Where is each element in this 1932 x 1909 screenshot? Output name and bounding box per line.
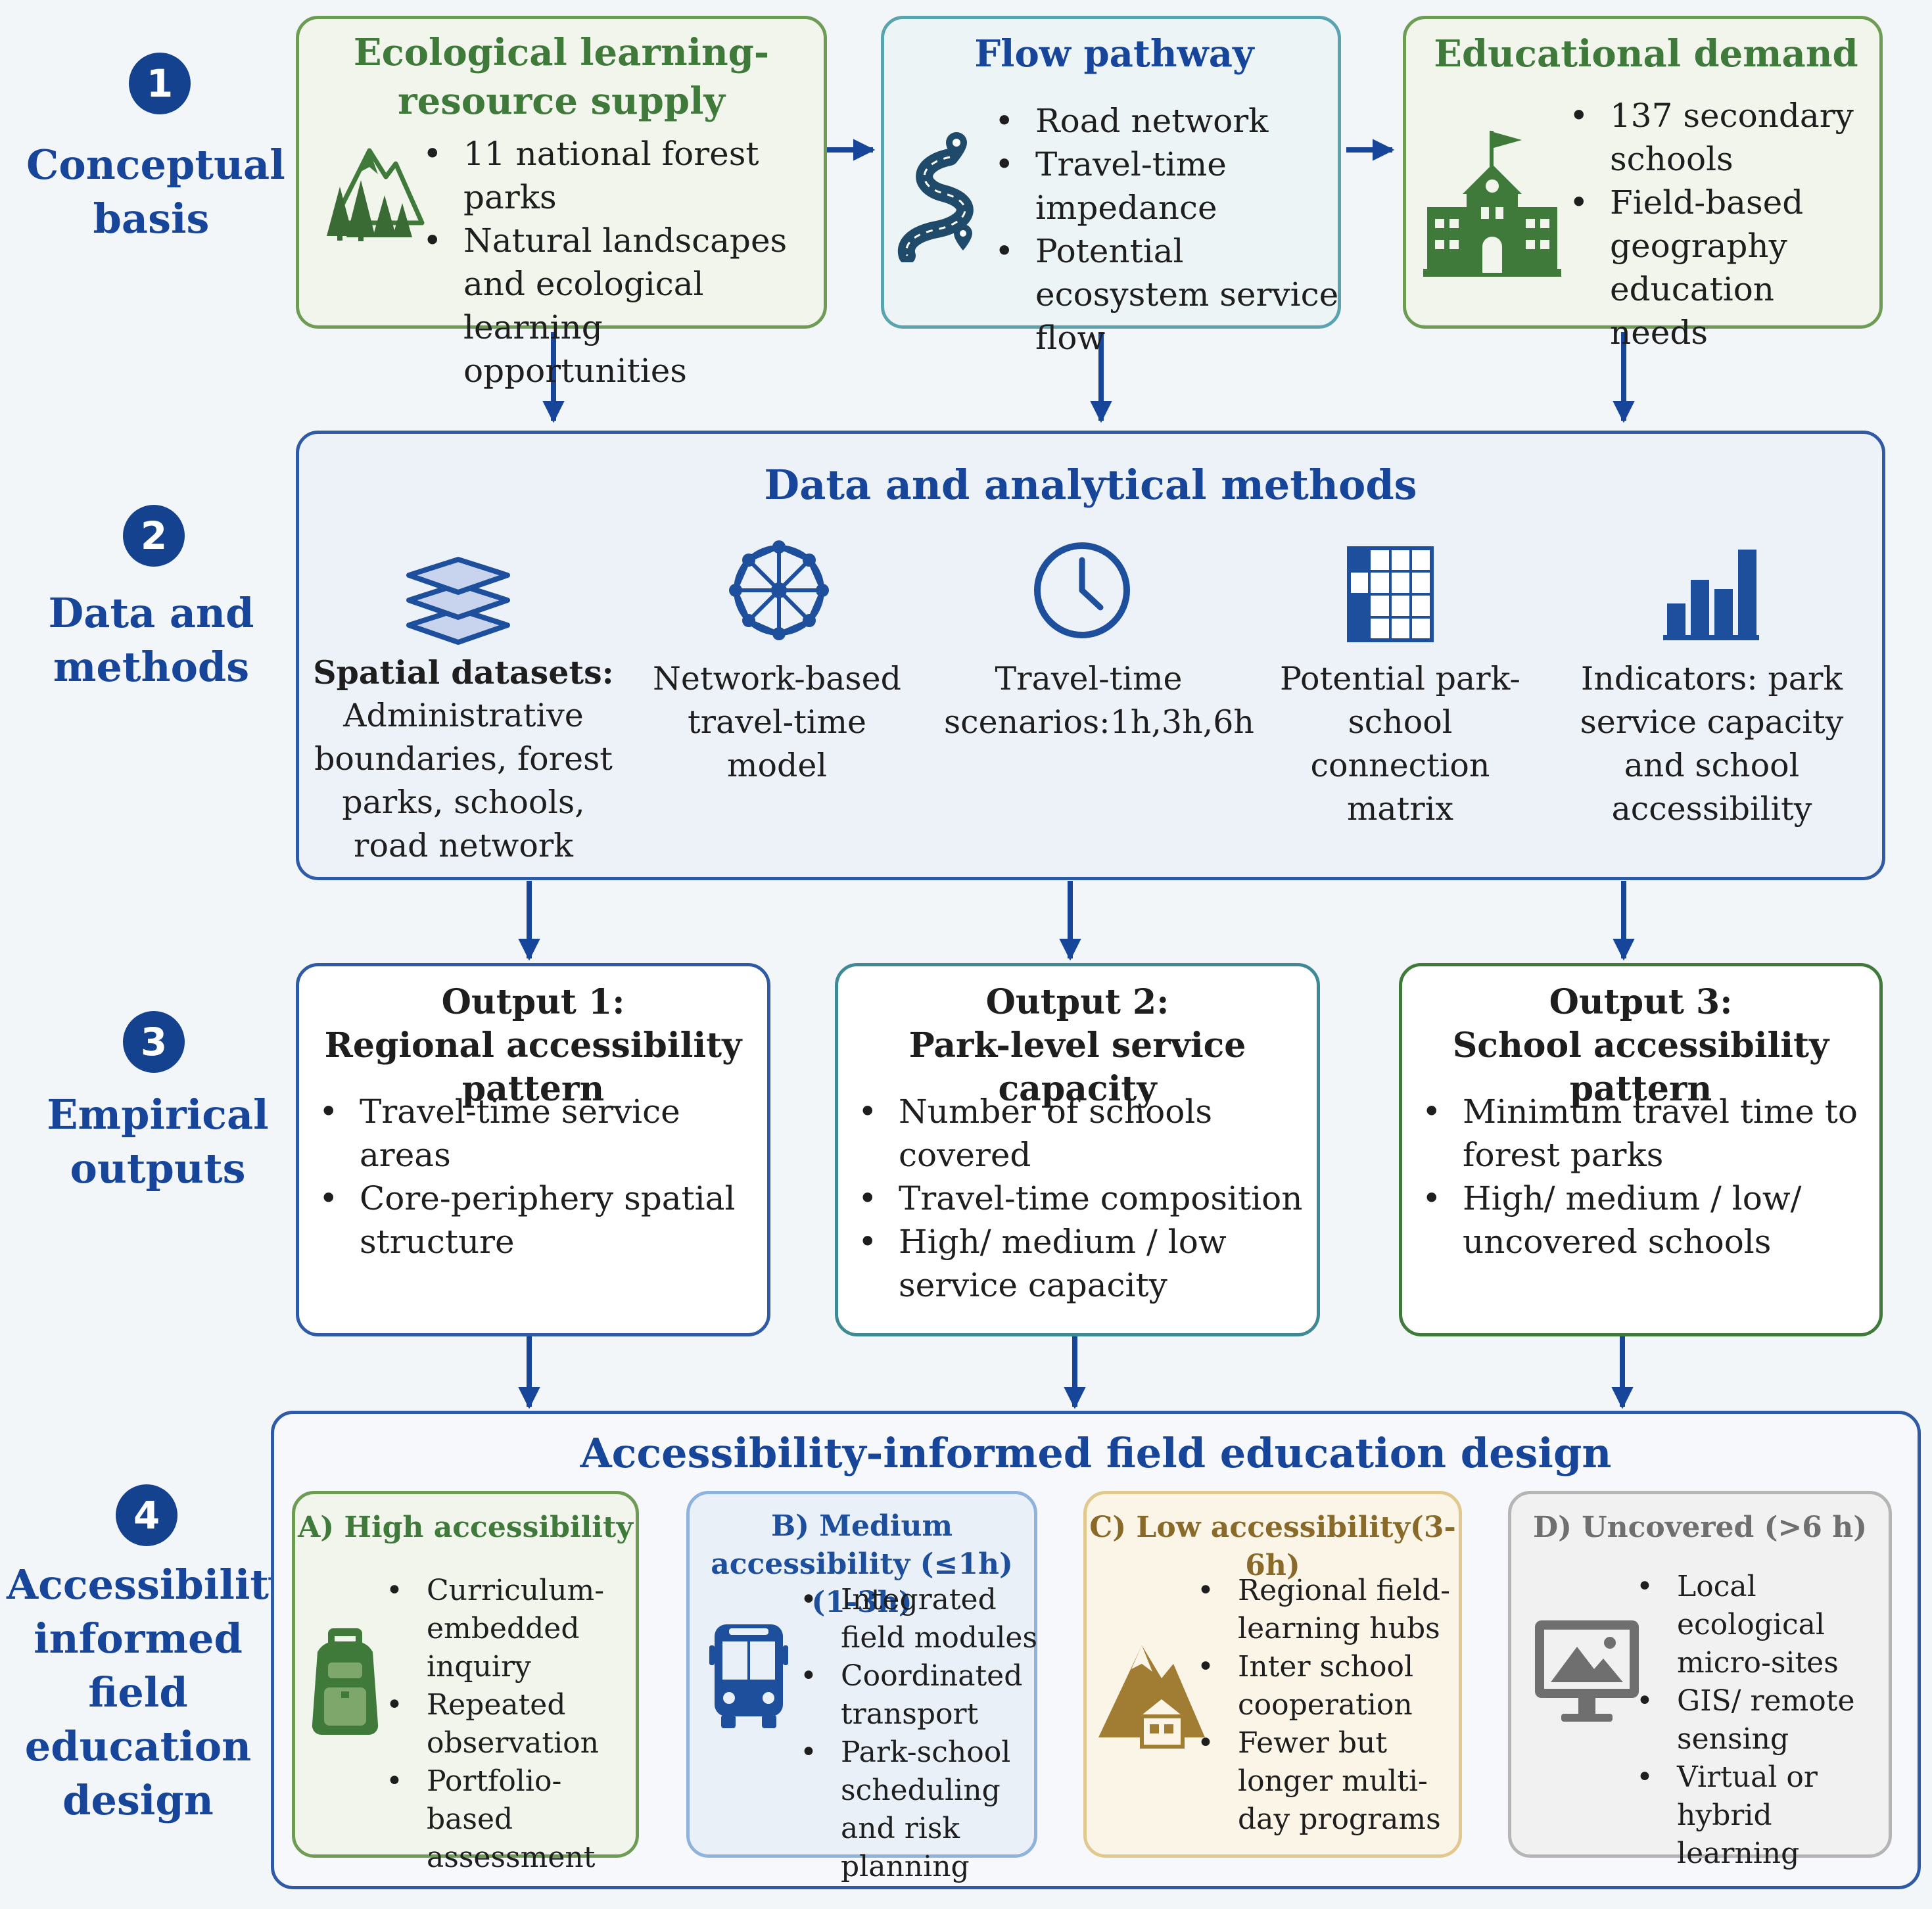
output-3-box: Output 3: School accessibility pattern M… [1399, 963, 1883, 1336]
demand-box: Educational demand 137 secondary schools… [1403, 16, 1883, 352]
list-item: High/ medium / low service capacity [853, 1220, 1313, 1307]
computer-monitor-icon [1535, 1620, 1639, 1722]
school-building-icon [1423, 131, 1561, 277]
list-item: Park-school scheduling and risk planning [795, 1733, 1038, 1886]
output-3-list: Minimum travel time to forest parks High… [1417, 1090, 1870, 1263]
card-d-list: Local ecological micro-sites GIS/ remote… [1631, 1568, 1891, 1873]
card-b-list: Integrated field modules Coordinated tra… [795, 1581, 1038, 1886]
flow-box: Flow pathway Road network Travel-time im… [881, 16, 1341, 357]
output-1-heading: Output 1: [441, 982, 625, 1022]
step-5-caption: Indicators: park service capacity and sc… [1580, 660, 1844, 828]
output-3-title: Output 3: School accessibility pattern [1402, 981, 1879, 1111]
output-2-list: Number of schools covered Travel-time co… [853, 1090, 1313, 1307]
step-4-caption: Potential park-school connection matrix [1280, 660, 1520, 828]
list-item: Core-periphery spatial structure [314, 1177, 761, 1263]
list-item: Travel-time service areas [314, 1090, 761, 1177]
list-item: Local ecological micro-sites [1631, 1568, 1891, 1682]
output-1-subtitle: Regional accessibility pattern [324, 1025, 742, 1109]
step-2-caption: Network-based travel-time model [653, 660, 901, 784]
bus-icon [709, 1624, 788, 1728]
list-item: Field-based geography education needs [1564, 181, 1879, 354]
section-1-number: 1 [129, 53, 191, 114]
section-2-label: Data and methods [48, 589, 254, 691]
list-item: Regional field-learning hubs [1192, 1572, 1461, 1648]
card-a-title: A) High accessibility [298, 1511, 633, 1544]
list-item: High/ medium / low/ uncovered schools [1417, 1177, 1870, 1263]
supply-list: 11 national forest parks Natural landsca… [417, 132, 825, 392]
winding-road-icon [897, 132, 974, 262]
output-2-heading: Output 2: [985, 982, 1169, 1022]
list-item: 137 secondary schools [1564, 94, 1879, 181]
list-item: Road network [989, 99, 1344, 143]
list-item: GIS/ remote sensing [1631, 1682, 1891, 1758]
list-item: Integrated field modules [795, 1581, 1038, 1657]
design-title: Accessibility-informed field education d… [580, 1429, 1612, 1477]
section-1-label: Conceptual basis [26, 141, 285, 243]
output-2-box: Output 2: Park-level service capacity Nu… [835, 963, 1320, 1336]
bar-chart-icon [1663, 550, 1759, 640]
design-card-c: C) Low accessibility(3-6h) Regional fiel… [1083, 1491, 1462, 1858]
list-item: Minimum travel time to forest parks [1417, 1090, 1870, 1177]
list-item: Number of schools covered [853, 1090, 1313, 1177]
section-3-label: Empirical outputs [47, 1091, 269, 1192]
step-1-heading: Spatial datasets: [313, 653, 614, 692]
list-item: Virtual or hybrid learning [1631, 1758, 1891, 1873]
matrix-grid-icon [1347, 546, 1434, 642]
layers-icon [406, 557, 510, 645]
list-item: 11 national forest parks [417, 132, 825, 219]
output-1-title: Output 1: Regional accessibility pattern [299, 981, 767, 1111]
card-c-list: Regional field-learning hubs Inter schoo… [1192, 1572, 1461, 1839]
list-item: Coordinated transport [795, 1657, 1038, 1733]
supply-box: Ecological learning-resource supply 11 n… [296, 16, 827, 390]
output-1-box: Output 1: Regional accessibility pattern… [296, 963, 770, 1336]
output-3-heading: Output 3: [1549, 982, 1733, 1022]
list-item: Fewer but longer multi-day programs [1192, 1724, 1461, 1839]
step-1-text: Administrative boundaries, forest parks,… [314, 697, 613, 864]
list-item: Travel-time composition [853, 1177, 1313, 1220]
list-item: Curriculum-embedded inquiry [381, 1572, 637, 1686]
mountain-lodge-icon [1098, 1645, 1205, 1749]
section-4-label: Accessibility-informed field education d… [7, 1561, 310, 1824]
list-item: Inter school cooperation [1192, 1648, 1461, 1724]
demand-title: Educational demand [1434, 32, 1858, 76]
list-item: Natural landscapes and ecological learni… [417, 219, 825, 392]
list-item: Potential ecosystem service flow [989, 229, 1344, 360]
section-2-number: 2 [123, 505, 185, 567]
output-1-list: Travel-time service areas Core-periphery… [314, 1090, 761, 1263]
clock-icon [1034, 542, 1130, 638]
step-1-caption: Spatial datasets: Administrative boundar… [309, 651, 618, 868]
network-icon [729, 540, 829, 640]
output-3-subtitle: School accessibility pattern [1452, 1025, 1829, 1109]
list-item: Repeated observation [381, 1686, 637, 1762]
methods-box: Data and analytical methods [296, 431, 1885, 880]
list-item: Portfolio-based assessment [381, 1762, 637, 1877]
mountain-forest-icon [327, 148, 425, 241]
design-card-b: B) Medium accessibility (≤1h)(1-3h) Inte… [686, 1491, 1037, 1883]
flow-list: Road network Travel-time impedance Poten… [989, 99, 1344, 360]
flow-title: Flow pathway [974, 32, 1254, 76]
card-d-title: D) Uncovered (>6 h) [1532, 1511, 1868, 1544]
card-a-list: Curriculum-embedded inquiry Repeated obs… [381, 1572, 637, 1877]
methods-title: Data and analytical methods [764, 461, 1417, 509]
supply-title: Ecological learning-resource supply [353, 31, 770, 123]
section-4-number: 4 [116, 1484, 177, 1546]
design-card-a: A) High accessibility Curriculum-embedde… [292, 1491, 639, 1874]
list-item: Travel-time impedance [989, 143, 1344, 229]
demand-list: 137 secondary schools Field-based geogra… [1564, 94, 1879, 354]
step-3-caption: Travel-time scenarios:1h,3h,6h [944, 660, 1254, 741]
backpack-icon [312, 1628, 379, 1735]
design-card-d: D) Uncovered (>6 h) Local ecological mic… [1508, 1491, 1892, 1870]
section-3-number: 3 [123, 1011, 185, 1073]
